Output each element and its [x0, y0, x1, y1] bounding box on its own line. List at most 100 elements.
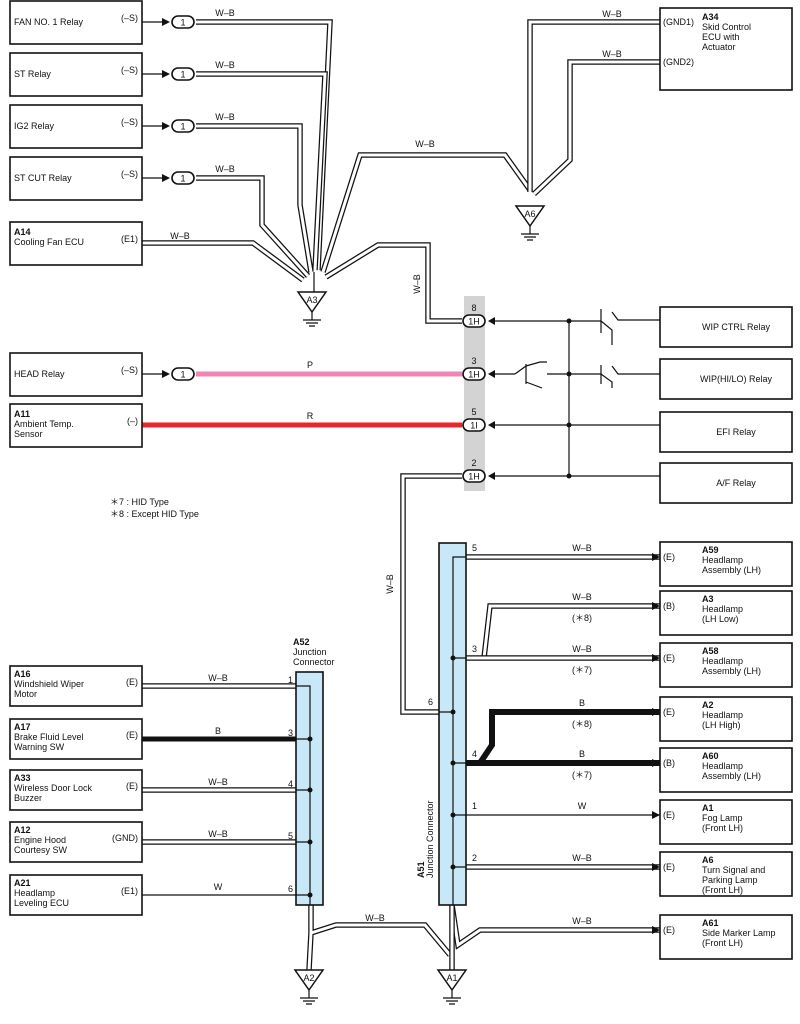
wire-label-head: P [307, 360, 313, 370]
a51-item-5-wire: W [578, 801, 587, 811]
a52-item-3-pin: (GND) [112, 833, 138, 843]
a52-item-4-pin: (E1) [121, 886, 138, 896]
relay-3-label: A/F Relay [716, 478, 756, 488]
a51-pin6: 6 [428, 697, 433, 707]
a51-item-0-wire: W–B [572, 543, 592, 553]
a52-item-4-name-1: Leveling ECU [14, 898, 69, 908]
a52-item-2-box [9, 769, 143, 811]
a51-item-4-name-0: Headlamp [702, 761, 743, 771]
a52-item-3-wire: W–B [208, 829, 228, 839]
left-a11-pin: (–) [127, 416, 138, 426]
a34-name-1: ECU with [702, 32, 740, 42]
a52-item-4-code: A21 [14, 878, 31, 888]
a51-item-2-code: A58 [702, 646, 719, 656]
a52-item-0-name-1: Motor [14, 689, 37, 699]
a52-lines [142, 683, 453, 971]
left-stcut-conn-label: 1 [180, 174, 185, 184]
a52-item-1-name-1: Warning SW [14, 742, 65, 752]
a51-item-3-wire: B [579, 698, 585, 708]
a51-item-2-note: (＊7) [572, 665, 592, 675]
a51-item-3-name-0: Headlamp [702, 710, 743, 720]
a34-name-2: Actuator [702, 42, 736, 52]
1h-pin-3-label: 1H [468, 472, 480, 482]
a51-item-0-name-0: Headlamp [702, 555, 743, 565]
wire-label-1: W–B [215, 60, 235, 70]
a52-item-1-wire: B [215, 726, 221, 736]
ground-a3-label: A3 [306, 295, 317, 305]
a51-code: A51 [416, 861, 426, 878]
relay-3-box [659, 462, 793, 504]
left-ig2-conn [171, 119, 195, 133]
a51-item-4-note: (＊7) [572, 770, 592, 780]
a52-item-4-box [9, 874, 143, 916]
a52-item-1-num: 3 [288, 728, 293, 738]
relay-0-box [659, 306, 793, 348]
wire-label-a14: W–B [170, 231, 190, 241]
a51-item-5-code: A1 [702, 803, 714, 813]
a51-item-1-wire: W–B [572, 592, 592, 602]
ground-a6-triangle [514, 205, 546, 228]
note-0: ＊7 : HID Type [110, 497, 169, 507]
left-stcut-box [9, 156, 143, 201]
a52-item-3-name-0: Engine Hood [14, 835, 66, 845]
left-st-name-0: ST Relay [14, 69, 51, 79]
left-st-conn-label: 1 [180, 70, 185, 80]
a34-wire-1: W–B [602, 49, 622, 59]
left-st-conn [171, 67, 195, 81]
left-a14-box [9, 221, 143, 266]
a51-item-3-code: A2 [702, 700, 714, 710]
relay-0-label: WIP CTRL Relay [702, 322, 771, 332]
a51-item-6-code: A6 [702, 855, 714, 865]
a34-pin-0: (GND1) [663, 17, 694, 27]
connector-1h-strip [464, 296, 485, 491]
a6-harness [527, 19, 660, 196]
a51-item-6-box [659, 851, 793, 897]
ground-a3-triangle [296, 291, 328, 314]
relay-1-label: WIP(HI/LO) Relay [700, 374, 773, 384]
a51-item-7-pin: (E) [663, 925, 675, 935]
a51-item-1-note: (＊8) [572, 613, 592, 623]
a34-code: A34 [702, 12, 719, 22]
a3-harness [142, 19, 533, 324]
a51-item-7-name-0: Side Marker Lamp [702, 928, 776, 938]
a51-inner [439, 556, 466, 905]
a34-box [659, 7, 793, 91]
a51-item-4-name-1: Assembly (LH) [702, 771, 761, 781]
a51-item-6-wire: W–B [572, 853, 592, 863]
left-a11-box [9, 403, 143, 448]
wire-label-a11: R [307, 411, 314, 421]
a51-item-1-box [659, 590, 793, 636]
a52-item-4-wire: W [214, 882, 223, 892]
a52-item-1-name-0: Brake Fluid Level [14, 732, 84, 742]
a51-item-4-wire: B [579, 749, 585, 759]
a52-item-0-name-0: Windshield Wiper [14, 679, 84, 689]
wire-label-2: W–B [215, 112, 235, 122]
left-ig2-box [9, 104, 143, 149]
left-stcut-name-0: ST CUT Relay [14, 173, 72, 183]
a51-item-2-box [659, 642, 793, 688]
1h-pin-0-num: 8 [471, 303, 476, 313]
relay-lines [492, 309, 660, 479]
a51-item-0-pin: (E) [663, 552, 675, 562]
a34-wire-0: W–B [602, 9, 622, 19]
ground-a3-symbol [303, 312, 321, 327]
labels: W–B W–B W–B W–B W–B P R W–B W–B W–B W–B W–B ＊7 : HID… [110, 8, 622, 923]
a6-feed-wire: W–B [415, 139, 435, 149]
a51-item-6-num: 2 [472, 853, 477, 863]
a51-item-1-name-1: (LH Low) [702, 614, 739, 624]
a52-item-2-num: 4 [288, 779, 293, 789]
a51-item-7-name-1: (Front LH) [702, 938, 743, 948]
1h-pin-2 [462, 418, 486, 432]
wire-label-1h8: W–B [412, 274, 422, 294]
a34-name-0: Skid Control [702, 22, 751, 32]
wire-label-a51: W–B [385, 574, 395, 594]
wire-label-0: W–B [215, 8, 235, 18]
a51-item-2-name-1: Assembly (LH) [702, 666, 761, 676]
a51-item-6-name-0: Turn Signal and [702, 865, 765, 875]
left-stcut-pin: (–S) [121, 169, 138, 179]
ground-a1-triangle [436, 969, 468, 992]
